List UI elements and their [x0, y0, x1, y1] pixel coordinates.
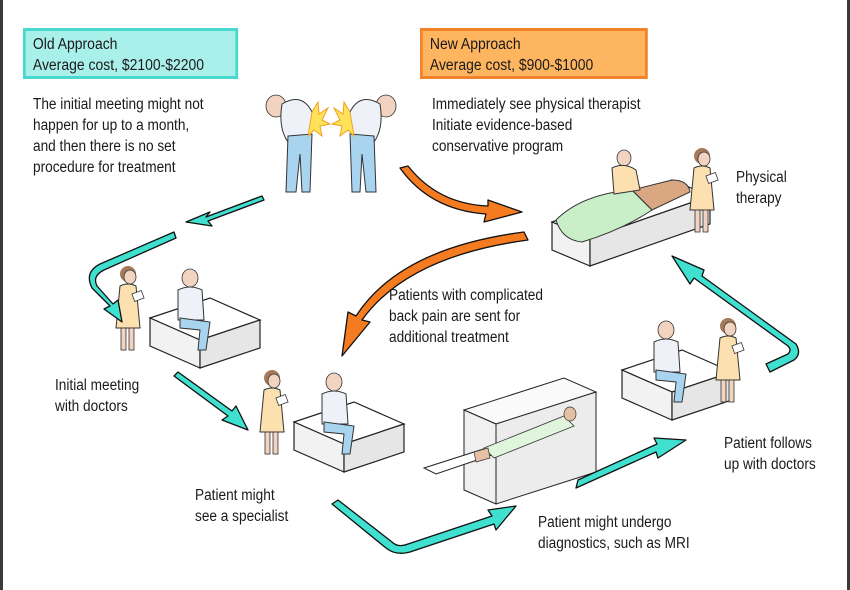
old-desc-line: procedure for treatment	[33, 159, 176, 176]
old-approach-cost: Average cost, $2100-$2200	[32, 57, 205, 74]
new-approach-cost: Average cost, $900-$1000	[429, 57, 594, 74]
new-desc-line: conservative program	[432, 138, 564, 155]
initial-meeting-scene	[115, 265, 261, 369]
label-line: Patient might undergo	[538, 514, 672, 531]
arrow-pain-to-therapy	[399, 165, 523, 223]
label-line: back pain are sent for	[389, 308, 521, 325]
label-line: Patient might	[195, 487, 275, 504]
physical-therapy-scene	[550, 147, 719, 267]
arrow-pain-to-meeting-2	[88, 231, 177, 323]
new-desc-line: Initiate evidence-based	[432, 117, 573, 134]
label-line: Initial meeting	[55, 377, 140, 394]
back-pain-patient-left	[265, 94, 332, 193]
arrow-therapy-to-specialist	[341, 231, 529, 357]
arrow-meeting-to-specialist	[173, 371, 249, 431]
new-approach-box: New Approach Average cost, $900-$1000	[420, 28, 648, 79]
new-approach-description: Immediately see physical therapist Initi…	[432, 94, 640, 157]
label-initial-meeting: Initial meeting with doctors	[55, 375, 139, 417]
label-line: Patients with complicated	[389, 287, 543, 304]
label-line: additional treatment	[389, 329, 509, 346]
label-line: therapy	[736, 190, 782, 207]
label-diagnostics: Patient might undergo diagnostics, such …	[538, 512, 690, 554]
label-line: diagnostics, such as MRI	[538, 535, 690, 552]
arrow-followup-to-therapy	[671, 255, 800, 373]
new-desc-line: Immediately see physical therapist	[432, 96, 641, 113]
label-complicated-back-pain: Patients with complicated back pain are …	[389, 285, 543, 348]
mri-scanner-scene	[422, 377, 598, 505]
arrow-specialist-to-mri	[331, 499, 517, 554]
label-line: Physical	[736, 169, 787, 186]
back-pain-patient-right	[330, 94, 397, 193]
specialist-scene	[259, 369, 405, 473]
new-path-arrows	[341, 165, 529, 357]
label-line: Patient follows	[724, 435, 812, 452]
label-specialist: Patient might see a specialist	[195, 485, 288, 527]
old-path-arrows	[88, 195, 800, 554]
old-desc-line: happen for up to a month,	[33, 117, 190, 134]
old-desc-line: The initial meeting might not	[33, 96, 204, 113]
follow-up-scene	[621, 317, 745, 421]
label-line: with doctors	[55, 398, 128, 415]
label-follow-up: Patient follows up with doctors	[724, 433, 816, 475]
label-line: up with doctors	[724, 456, 816, 473]
old-approach-title: Old Approach	[32, 36, 118, 53]
label-line: see a specialist	[195, 508, 289, 525]
old-approach-box: Old Approach Average cost, $2100-$2200	[23, 28, 239, 79]
label-physical-therapy: Physical therapy	[736, 167, 787, 209]
arrow-pain-to-meeting-1	[185, 195, 265, 227]
old-approach-description: The initial meeting might not happen for…	[33, 94, 204, 178]
arrow-mri-to-followup	[575, 437, 687, 489]
new-approach-title: New Approach	[429, 36, 521, 53]
old-desc-line: and then there is no set	[33, 138, 176, 155]
